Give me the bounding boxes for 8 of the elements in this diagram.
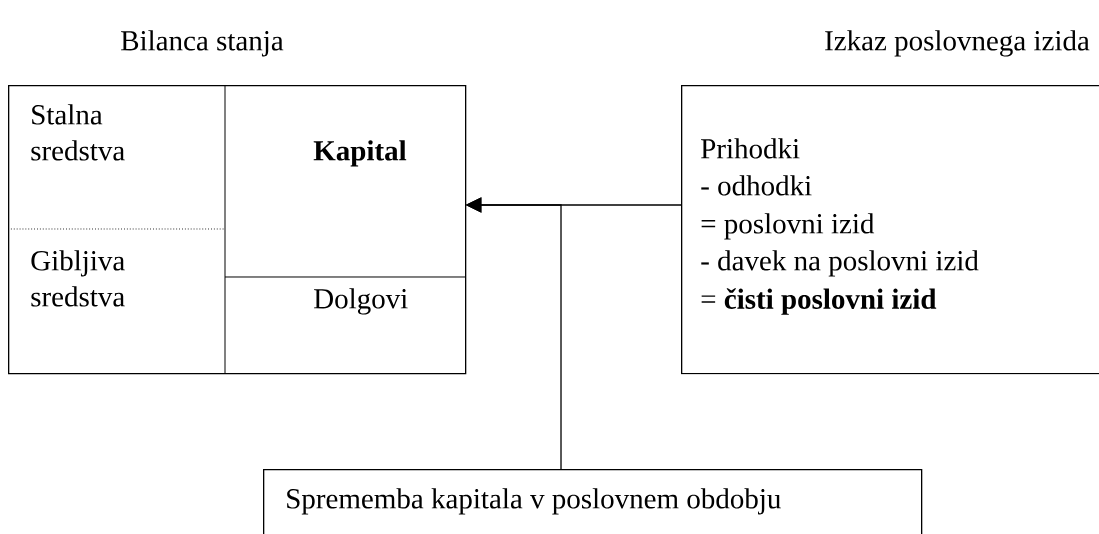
node-label: Bilanca stanja [121,30,284,57]
text-box: Sprememba kapitala v poslovnem obdobju [263,469,923,534]
table-cell: Kapital [313,140,407,167]
node-label: Izkaz poslovnega izida [825,30,1090,57]
table-cell: Stalna sredstva [31,104,125,161]
text-box: Izkaz poslovnega izida Prihodki - odhodki = poslovni izid - davek na poslovni izid = čisti poslovni izid [681,30,1099,375]
table-cell: Gibljiva sredstva [31,250,125,307]
table-cell: Dolgovi [314,288,408,315]
